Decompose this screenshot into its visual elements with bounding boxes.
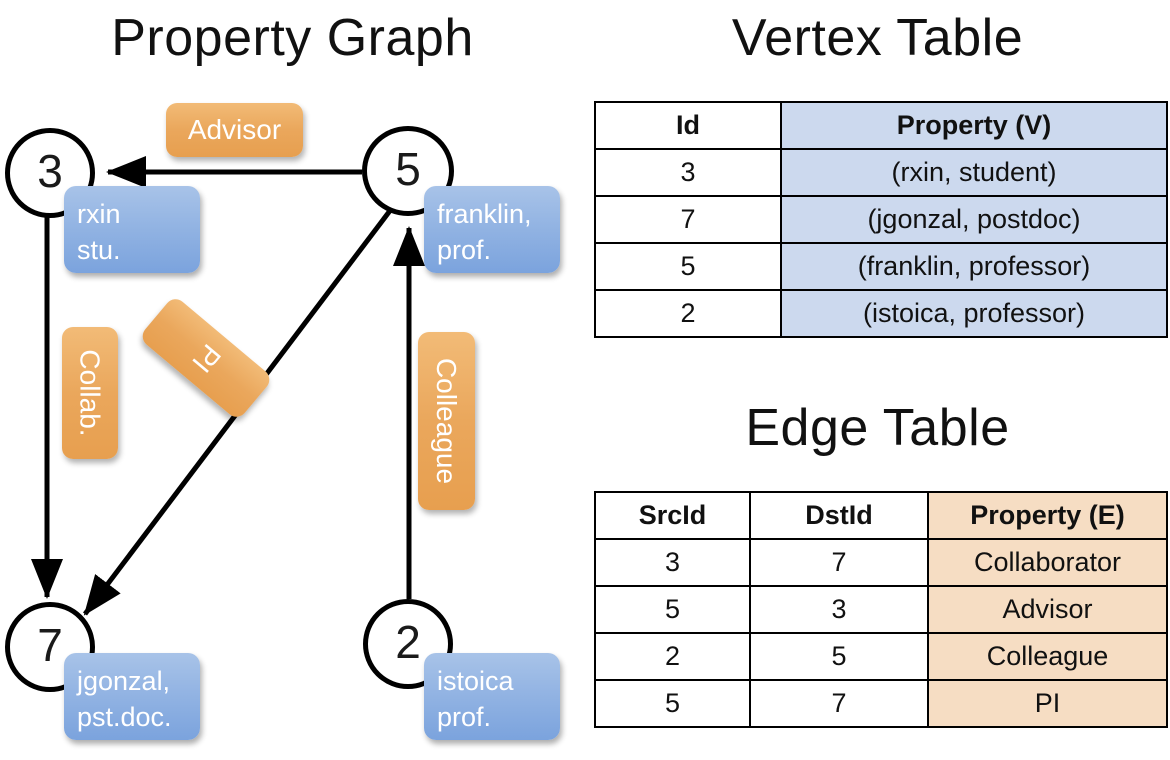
vertex-property-istoica-line2: prof. xyxy=(437,702,492,733)
edge-table: SrcId DstId Property (E) 3 7 Collaborato… xyxy=(594,491,1168,728)
graph-node-5[interactable]: 5 xyxy=(362,126,454,216)
edge-table-row[interactable]: 5 7 PI xyxy=(594,679,1168,728)
edge-row-1-src: 5 xyxy=(594,585,751,634)
vertex-row-2-id: 5 xyxy=(594,242,782,291)
vertex-row-1-property: (jgonzal, postdoc) xyxy=(780,195,1168,244)
edge-table-row[interactable]: 5 3 Advisor xyxy=(594,585,1168,634)
vertex-table-header-property: Property (V) xyxy=(780,101,1168,150)
edge-table-header-srcid: SrcId xyxy=(594,491,751,540)
vertex-table-row[interactable]: 3 (rxin, student) xyxy=(594,148,1168,197)
edge-row-2-src: 2 xyxy=(594,632,751,681)
vertex-property-istoica-line1: istoica xyxy=(437,666,514,696)
vertex-property-franklin-line1: franklin, xyxy=(437,199,532,229)
graph-node-7-label: 7 xyxy=(37,619,63,671)
graph-node-2-label: 2 xyxy=(395,616,421,668)
vertex-property-jgonzal-line2: pst.doc. xyxy=(77,702,172,733)
edge-row-0-src: 3 xyxy=(594,538,751,587)
edge-label-advisor: Advisor xyxy=(187,114,282,145)
vertex-property-franklin-line2: prof. xyxy=(437,235,492,266)
vertex-table-row[interactable]: 2 (istoica, professor) xyxy=(594,289,1168,338)
edge-table-row[interactable]: 2 5 Colleague xyxy=(594,632,1168,681)
edge-label-pi: PI xyxy=(186,338,227,379)
graph-node-2[interactable]: 2 xyxy=(363,599,453,689)
vertex-table-header-id: Id xyxy=(594,101,782,150)
vertex-table-row[interactable]: 5 (franklin, professor) xyxy=(594,242,1168,291)
vertex-row-3-property: (istoica, professor) xyxy=(780,289,1168,338)
edge-label-box-collab: Collab. xyxy=(62,327,118,459)
graph-node-5-label: 5 xyxy=(395,143,421,195)
vertex-table: Id Property (V) 3 (rxin, student) 7 (jgo… xyxy=(594,101,1168,338)
edge-table-row[interactable]: 3 7 Collaborator xyxy=(594,538,1168,587)
edge-table-header-row: SrcId DstId Property (E) xyxy=(594,491,1168,540)
edge-label-colleague: Colleague xyxy=(431,357,463,485)
edge-row-2-dst: 5 xyxy=(749,632,929,681)
vertex-property-box-istoica: istoica prof. xyxy=(424,653,560,740)
vertex-property-box-jgonzal: jgonzal, pst.doc. xyxy=(64,653,200,740)
edge-table-header-dstid: DstId xyxy=(749,491,929,540)
edge-row-3-dst: 7 xyxy=(749,679,929,728)
vertex-row-2-property: (franklin, professor) xyxy=(780,242,1168,291)
edge-row-3-src: 5 xyxy=(594,679,751,728)
vertex-property-box-rxin: rxin stu. xyxy=(64,186,200,273)
graph-node-3-label: 3 xyxy=(37,145,63,197)
vertex-property-jgonzal-line1: jgonzal, xyxy=(77,666,171,696)
edge-label-box-advisor: Advisor xyxy=(166,103,303,157)
vertex-property-rxin-line2: stu. xyxy=(77,235,121,266)
vertex-property-rxin-line1: rxin xyxy=(77,199,121,229)
vertex-row-0-property: (rxin, student) xyxy=(780,148,1168,197)
edge-table-title: Edge Table xyxy=(745,399,1010,457)
vertex-row-1-id: 7 xyxy=(594,195,782,244)
edge-row-2-property: Colleague xyxy=(927,632,1168,681)
edge-row-1-dst: 3 xyxy=(749,585,929,634)
edge-label-box-colleague: Colleague xyxy=(418,332,475,510)
edge-row-0-property: Collaborator xyxy=(927,538,1168,587)
vertex-row-0-id: 3 xyxy=(594,148,782,197)
property-graph-title: Property Graph xyxy=(111,9,474,67)
edge-label-collab: Collab. xyxy=(75,349,107,437)
edge-row-0-dst: 7 xyxy=(749,538,929,587)
vertex-row-3-id: 2 xyxy=(594,289,782,338)
edge-table-header-property: Property (E) xyxy=(927,491,1168,540)
vertex-table-title: Vertex Table xyxy=(731,9,1024,67)
vertex-table-header-row: Id Property (V) xyxy=(594,101,1168,150)
vertex-property-box-franklin: franklin, prof. xyxy=(424,186,560,273)
edge-row-1-property: Advisor xyxy=(927,585,1168,634)
edge-row-3-property: PI xyxy=(927,679,1168,728)
vertex-table-row[interactable]: 7 (jgonzal, postdoc) xyxy=(594,195,1168,244)
